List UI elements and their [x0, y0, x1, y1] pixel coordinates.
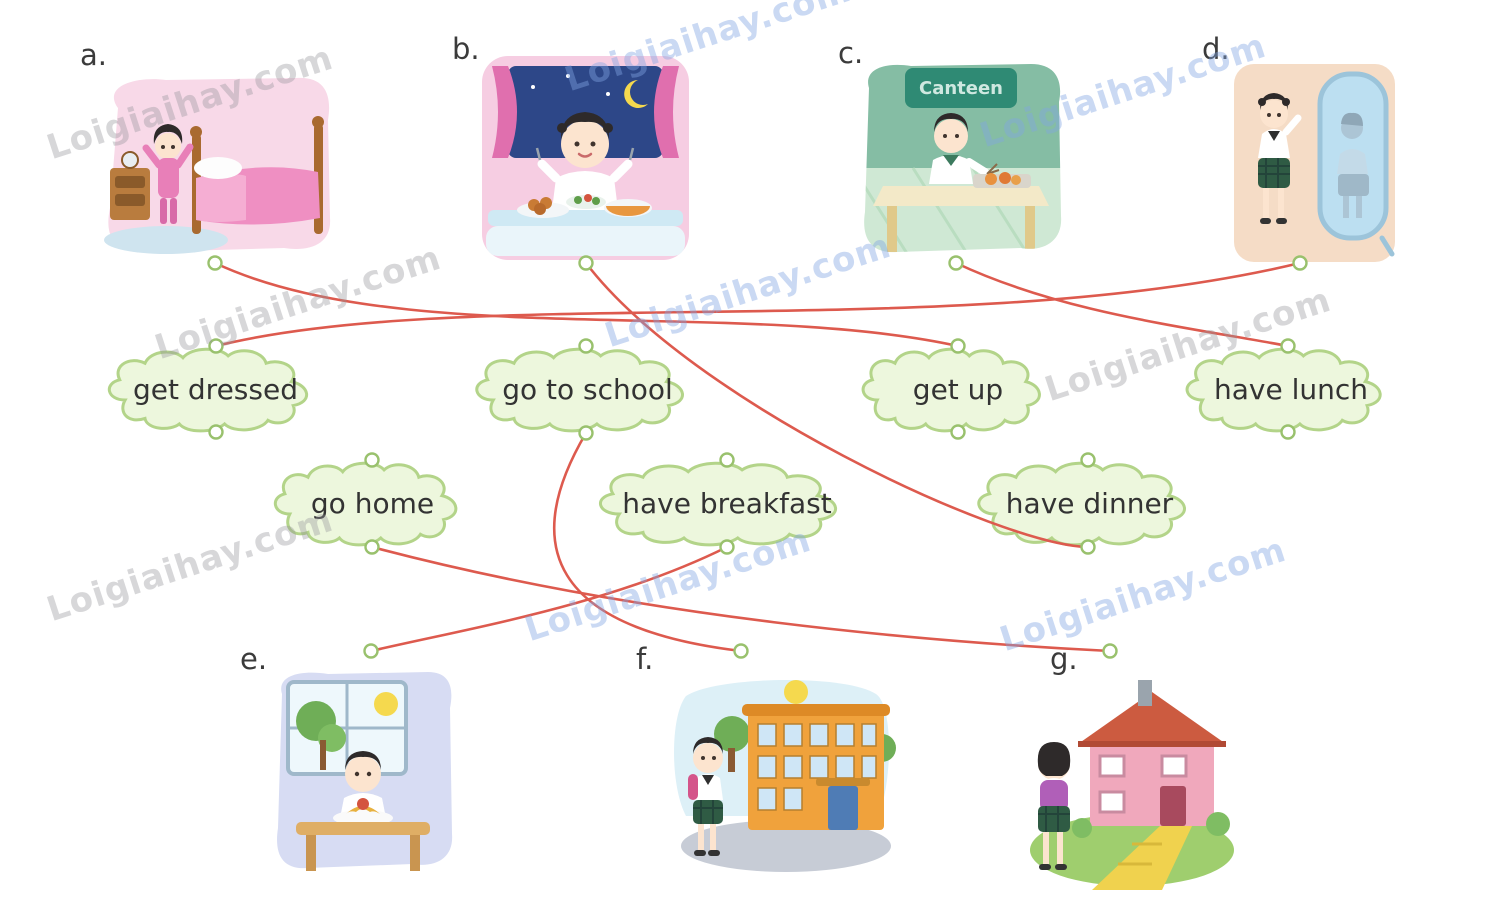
watermark: Loigiaihay.com — [995, 529, 1292, 661]
match-line-d-get-dressed — [215, 261, 1301, 348]
match-line-go-home-g — [371, 545, 1111, 653]
girl-having-dinner-illustration — [482, 56, 689, 260]
canteen-sign: Canteen — [919, 78, 1003, 99]
cloud-label-go-home: go home — [310, 486, 435, 520]
girl-at-mirror-illustration — [1234, 64, 1395, 262]
word-cloud-have-breakfast[interactable]: have breakfast — [587, 457, 867, 549]
word-cloud-have-lunch[interactable]: have lunch — [1176, 343, 1406, 435]
picture-label-b: b. — [452, 32, 480, 66]
word-cloud-go-to-school[interactable]: go to school — [465, 343, 710, 435]
match-line-have-breakfast-e — [370, 545, 728, 653]
girl-having-breakfast-illustration — [277, 672, 453, 871]
girl-going-home-illustration — [1030, 680, 1234, 890]
connector-ring-g[interactable] — [1102, 643, 1118, 659]
cloud-label-have-breakfast: have breakfast — [622, 486, 832, 520]
picture-label-f: f. — [636, 642, 654, 676]
picture-label-d: d. — [1202, 32, 1230, 66]
girl-going-to-school-illustration — [674, 679, 896, 872]
cloud-label-go-to-school: go to school — [502, 372, 673, 406]
cloud-label-have-lunch: have lunch — [1213, 372, 1368, 406]
word-cloud-go-home[interactable]: go home — [265, 457, 480, 549]
picture-label-c: c. — [838, 36, 864, 70]
cloud-label-get-up: get up — [912, 372, 1004, 406]
word-cloud-get-up[interactable]: get up — [853, 343, 1063, 435]
word-cloud-have-dinner[interactable]: have dinner — [967, 457, 1212, 549]
connector-ring-f[interactable] — [733, 643, 749, 659]
word-cloud-get-dressed[interactable]: get dressed — [98, 343, 333, 435]
connector-ring-e[interactable] — [363, 643, 379, 659]
match-line-c-have-lunch — [955, 261, 1289, 348]
picture-label-e: e. — [240, 642, 268, 676]
cloud-label-get-dressed: get dressed — [133, 372, 298, 406]
girl-having-lunch-illustration: Canteen — [864, 64, 1062, 253]
match-line-a-get-up — [214, 261, 959, 348]
picture-label-a: a. — [80, 38, 107, 72]
girl-waking-up-illustration — [104, 77, 331, 254]
cloud-label-have-dinner: have dinner — [1005, 486, 1174, 520]
